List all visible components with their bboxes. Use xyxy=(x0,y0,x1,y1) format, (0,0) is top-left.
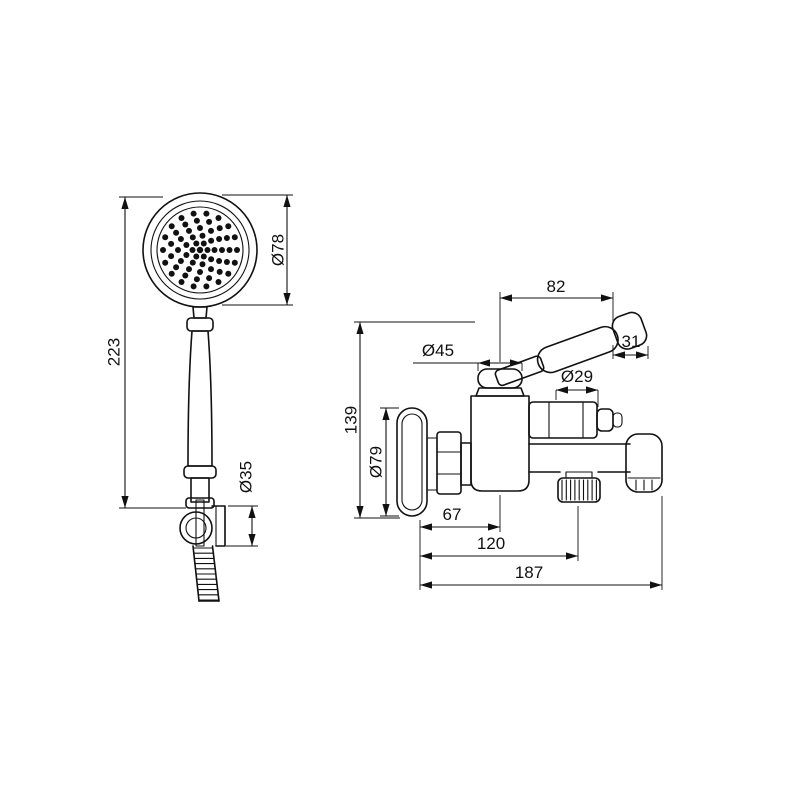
dimension-lines: 223 Ø78 Ø35 139 Ø79 82 31 xyxy=(105,194,663,590)
mixer-body xyxy=(470,368,530,492)
wall-flange xyxy=(396,407,438,517)
spout xyxy=(528,433,663,493)
connection-nut xyxy=(436,431,472,495)
dim-label-flange-diameter: Ø79 xyxy=(367,446,386,478)
shower-handle xyxy=(183,306,217,503)
dim-label-valve-diameter: Ø29 xyxy=(561,367,593,386)
hose-corrugation xyxy=(192,547,220,601)
dim-label-lever-length: 82 xyxy=(547,277,566,296)
bath-mixer xyxy=(396,311,663,517)
shower-nozzle-dots xyxy=(160,210,240,290)
diverter-knob xyxy=(557,471,601,503)
shower-hose xyxy=(192,545,220,602)
check-valve-housing xyxy=(528,401,623,439)
dim-label-wall-to-diverter: 120 xyxy=(477,534,505,553)
dim-label-wall-to-body: 67 xyxy=(443,505,462,524)
dim-label-mixer-height: 139 xyxy=(342,406,361,434)
dim-label-wall-to-spout-end: 187 xyxy=(515,563,543,582)
dim-label-body-diameter: Ø45 xyxy=(422,341,454,360)
hand-shower xyxy=(142,192,258,602)
diverter-knurl-lines xyxy=(561,479,597,501)
dim-label-holder-diameter: Ø35 xyxy=(237,461,256,493)
shower-holder xyxy=(179,497,226,547)
dim-label-shower-length: 223 xyxy=(105,338,124,366)
shower-head xyxy=(142,192,258,308)
dim-label-lever-end-width: 31 xyxy=(622,332,641,351)
dim-label-head-diameter: Ø78 xyxy=(269,234,288,266)
